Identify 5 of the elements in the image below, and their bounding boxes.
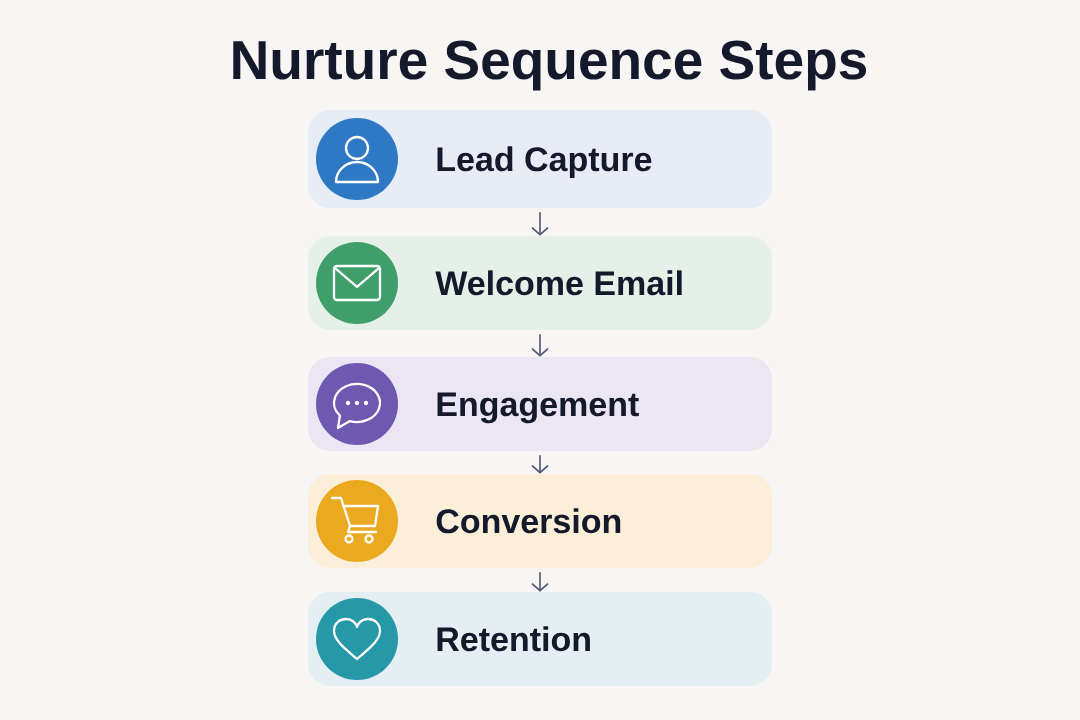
title: Nurture Sequence Steps — [233, 40, 867, 91]
arrow — [531, 211, 549, 236]
arrow — [531, 454, 549, 474]
arrow — [531, 571, 549, 592]
arrow — [531, 333, 549, 357]
